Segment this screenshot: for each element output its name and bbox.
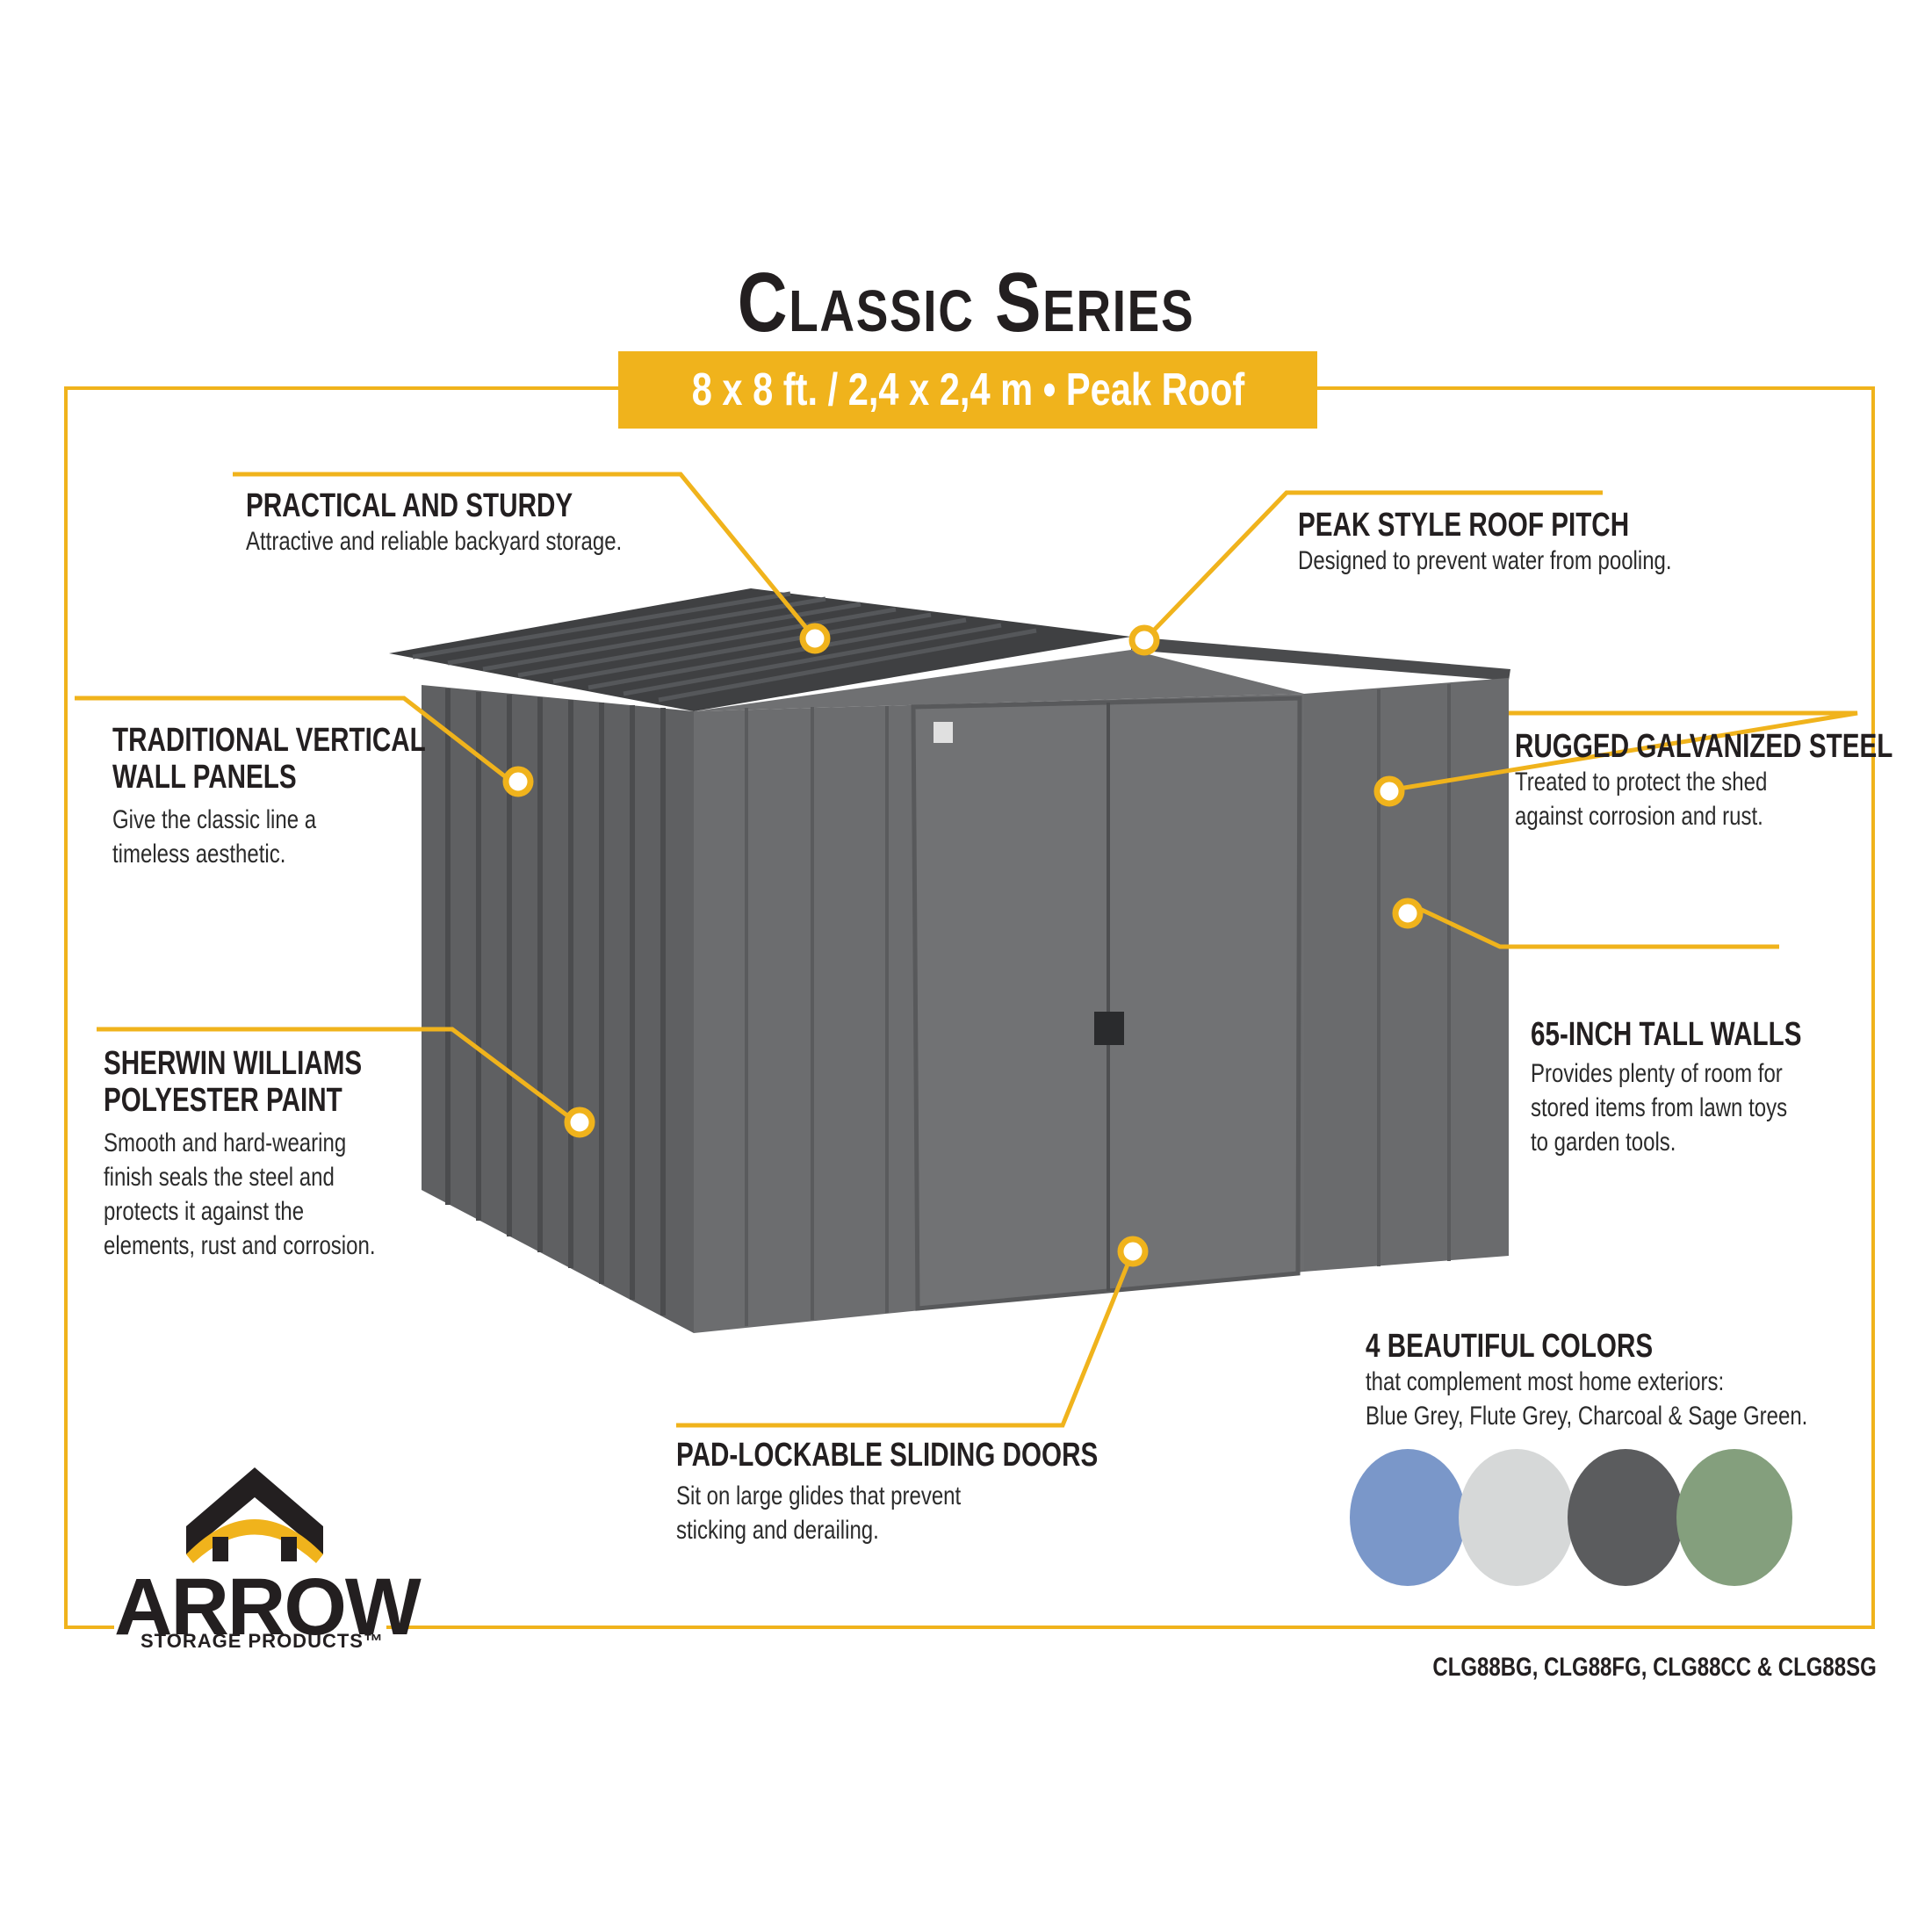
feature-desc: Blue Grey, Flute Grey, Charcoal & Sage G… (1366, 1402, 1808, 1431)
feature-desc: Attractive and reliable backyard storage… (246, 527, 623, 556)
feature-walls: 65-INCH TALL WALLS Provides plenty of ro… (1531, 1016, 1878, 1159)
feature-heading-line: POLYESTER PAINT (104, 1082, 342, 1119)
arrow-logo-mark (186, 1467, 323, 1563)
feature-doors: PAD-LOCKABLE SLIDING DOORS Sit on large … (676, 1437, 1217, 1547)
color-swatches (1350, 1449, 1792, 1586)
logo-subtitle: STORAGE PRODUCTS™ (141, 1630, 384, 1652)
feature-heading: 65-INCH TALL WALLS (1531, 1016, 1802, 1053)
logo-wordmark: ARROW (114, 1562, 422, 1652)
feature-desc: Treated to protect the shed (1515, 768, 1768, 797)
feature-desc: Designed to prevent water from pooling. (1298, 546, 1672, 575)
feature-paint: SHERWIN WILLIAMS POLYESTER PAINT Smooth … (104, 1045, 443, 1263)
feature-desc: Sit on large glides that prevent (676, 1481, 962, 1510)
feature-heading: PEAK STYLE ROOF PITCH (1298, 507, 1630, 544)
feature-desc: Smooth and hard-wearing (104, 1128, 347, 1157)
swatch-charcoal (1568, 1449, 1683, 1586)
leader-dots (502, 623, 1424, 1267)
leader-lines (75, 472, 1858, 1428)
feature-heading: 4 BEAUTIFUL COLORS (1366, 1328, 1654, 1365)
feature-desc: elements, rust and corrosion. (104, 1231, 376, 1260)
feature-galvanized: RUGGED GALVANIZED STEEL Treated to prote… (1515, 728, 1932, 833)
feature-desc: that complement most home exteriors: (1366, 1367, 1725, 1396)
swatch-sage-green (1676, 1449, 1792, 1586)
feature-heading: RUGGED GALVANIZED STEEL (1515, 728, 1893, 765)
feature-vertical-panels: TRADITIONAL VERTICAL WALL PANELS Give th… (112, 722, 514, 871)
feature-desc: to garden tools. (1531, 1128, 1676, 1157)
feature-desc: Give the classic line a (112, 805, 317, 834)
model-numbers: CLG88BG, CLG88FG, CLG88CC & CLG88SG (1432, 1653, 1877, 1682)
feature-desc: sticking and derailing. (676, 1516, 879, 1545)
page-title: Classic Series (737, 256, 1195, 350)
feature-heading-line: SHERWIN WILLIAMS (104, 1045, 363, 1082)
frame (64, 386, 1875, 1629)
feature-desc: finish seals the steel and (104, 1163, 335, 1192)
feature-heading: PAD-LOCKABLE SLIDING DOORS (676, 1437, 1099, 1474)
feature-practical: PRACTICAL AND STURDY Attractive and reli… (246, 487, 716, 559)
feature-desc: protects it against the (104, 1197, 305, 1226)
feature-heading-line: TRADITIONAL VERTICAL (112, 722, 426, 759)
swatch-flute-grey (1459, 1449, 1575, 1586)
feature-desc: against corrosion and rust. (1515, 802, 1763, 831)
feature-heading: PRACTICAL AND STURDY (246, 487, 573, 524)
feature-desc: timeless aesthetic. (112, 840, 286, 869)
subtitle-banner (618, 351, 1317, 429)
feature-heading-line: WALL PANELS (112, 759, 297, 796)
subtitle: 8 x 8 ft. / 2,4 x 2,4 m • Peak Roof (618, 351, 1317, 429)
feature-roof-pitch: PEAK STYLE ROOF PITCH Designed to preven… (1298, 507, 1765, 578)
shed-illustration (389, 588, 1510, 1333)
swatch-blue-grey (1350, 1449, 1466, 1586)
feature-desc: Provides plenty of room for (1531, 1059, 1783, 1088)
feature-colors: 4 BEAUTIFUL COLORS that complement most … (1366, 1328, 1918, 1433)
feature-desc: stored items from lawn toys (1531, 1093, 1788, 1122)
subtitle-text: 8 x 8 ft. / 2,4 x 2,4 m • Peak Roof (691, 364, 1244, 415)
